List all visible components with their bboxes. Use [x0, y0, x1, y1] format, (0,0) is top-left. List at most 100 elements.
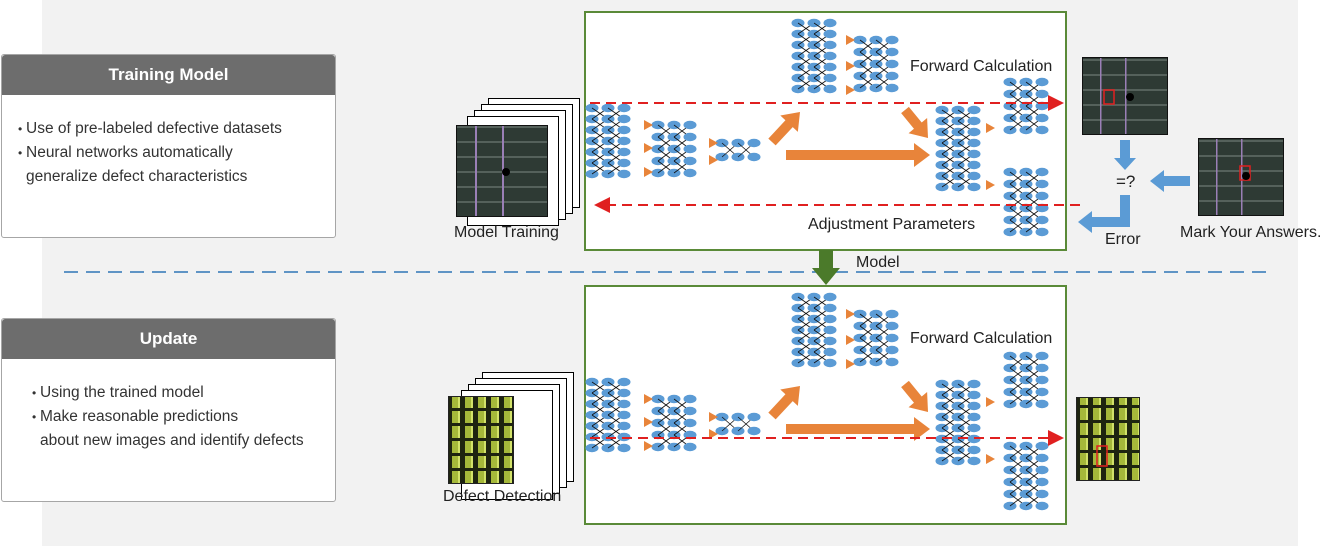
neuron-node	[823, 347, 837, 357]
flow-arrow	[786, 143, 930, 167]
neuron-node	[617, 410, 631, 420]
neuron-node	[823, 62, 837, 72]
update-card: Update Using the trained model Make reas…	[1, 318, 336, 502]
network-layer	[585, 377, 631, 453]
network-layer	[1003, 77, 1049, 135]
model-label: Model	[856, 254, 900, 271]
neuron-node	[823, 358, 837, 368]
defect-detection-label: Defect Detection	[443, 488, 562, 505]
neuron-node	[1035, 453, 1049, 463]
neuron-node	[617, 114, 631, 124]
neuron-node	[747, 426, 761, 436]
network-layer	[791, 292, 837, 368]
neuron-node	[617, 158, 631, 168]
neuron-node	[1035, 387, 1049, 397]
wafer-sample-image	[448, 396, 514, 484]
small-arrow	[846, 309, 855, 319]
error-label: Error	[1105, 231, 1141, 248]
training-model-title: Training Model	[2, 55, 335, 95]
neuron-node	[617, 443, 631, 453]
neuron-node	[823, 314, 837, 324]
neuron-node	[683, 442, 697, 452]
neuron-node	[683, 418, 697, 428]
neuron-node	[823, 51, 837, 61]
neuron-node	[683, 168, 697, 178]
small-arrow	[709, 155, 718, 165]
neuron-node	[823, 303, 837, 313]
neuron-node	[1035, 227, 1049, 237]
neuron-node	[1035, 441, 1049, 451]
neuron-node	[823, 29, 837, 39]
neuron-node	[1035, 477, 1049, 487]
network-layer	[715, 412, 761, 436]
compare-label: =?	[1116, 172, 1136, 191]
neuron-node	[885, 345, 899, 355]
neuron-node	[1035, 167, 1049, 177]
small-arrow	[986, 454, 995, 464]
small-arrow	[644, 441, 653, 451]
network-layer	[791, 18, 837, 94]
neuron-node	[1035, 191, 1049, 201]
small-arrow	[644, 143, 653, 153]
small-arrow	[709, 412, 718, 422]
neuron-node	[617, 421, 631, 431]
neuron-node	[1035, 363, 1049, 373]
training-model-card: Training Model Use of pre-labeled defect…	[1, 54, 336, 238]
output-wafer-image	[1076, 397, 1140, 481]
bullet-item: Neural networks automatically	[18, 141, 335, 165]
neuron-node	[967, 456, 981, 466]
neuron-node	[967, 138, 981, 148]
neuron-node	[1035, 89, 1049, 99]
neuron-node	[617, 103, 631, 113]
neuron-node	[1035, 399, 1049, 409]
network-layer	[935, 105, 981, 192]
neuron-node	[683, 144, 697, 154]
neuron-node	[1035, 179, 1049, 189]
neuron-node	[617, 125, 631, 135]
defect-marker	[1103, 89, 1115, 105]
flow-arrow	[901, 106, 928, 138]
pcb-sample-image	[456, 125, 548, 217]
neuron-node	[683, 132, 697, 142]
neuron-node	[1035, 77, 1049, 87]
neuron-node	[967, 116, 981, 126]
neuron-node	[1035, 215, 1049, 225]
error-return-arrow	[1078, 195, 1130, 233]
small-arrow	[846, 35, 855, 45]
bullet-item: Use of pre-labeled defective datasets	[18, 117, 335, 141]
neuron-node	[617, 147, 631, 157]
left-arrow	[1150, 170, 1190, 192]
neuron-node	[967, 390, 981, 400]
bullet-item-continuation: about new images and identify defects	[40, 432, 304, 449]
neuron-node	[967, 105, 981, 115]
small-arrow	[709, 429, 718, 439]
network-layer	[585, 103, 631, 179]
neuron-node	[1035, 489, 1049, 499]
neuron-node	[617, 388, 631, 398]
small-arrow	[986, 180, 995, 190]
adjustment-parameters-label: Adjustment Parameters	[808, 216, 976, 233]
defect-spot	[1126, 93, 1134, 101]
flow-arrow	[901, 380, 928, 412]
neuron-node	[1035, 501, 1049, 511]
bullet-item: Using the trained model	[32, 381, 335, 405]
neuron-node	[823, 18, 837, 28]
neuron-node	[823, 84, 837, 94]
neuron-node	[747, 138, 761, 148]
neuron-node	[1035, 375, 1049, 385]
network-layer	[935, 379, 981, 466]
neuron-node	[967, 401, 981, 411]
small-arrow	[846, 61, 855, 71]
small-arrow	[986, 123, 995, 133]
network-layer	[651, 394, 697, 452]
model-training-label: Model Training	[454, 224, 559, 241]
bullet-item-continuation: generalize defect characteristics	[26, 168, 248, 185]
defect-spot	[502, 168, 510, 176]
neuron-node	[617, 169, 631, 179]
neuron-node	[747, 152, 761, 162]
small-arrow	[846, 335, 855, 345]
network-layer	[651, 120, 697, 178]
neuron-node	[1035, 351, 1049, 361]
flow-arrow	[768, 112, 800, 146]
neuron-node	[967, 149, 981, 159]
